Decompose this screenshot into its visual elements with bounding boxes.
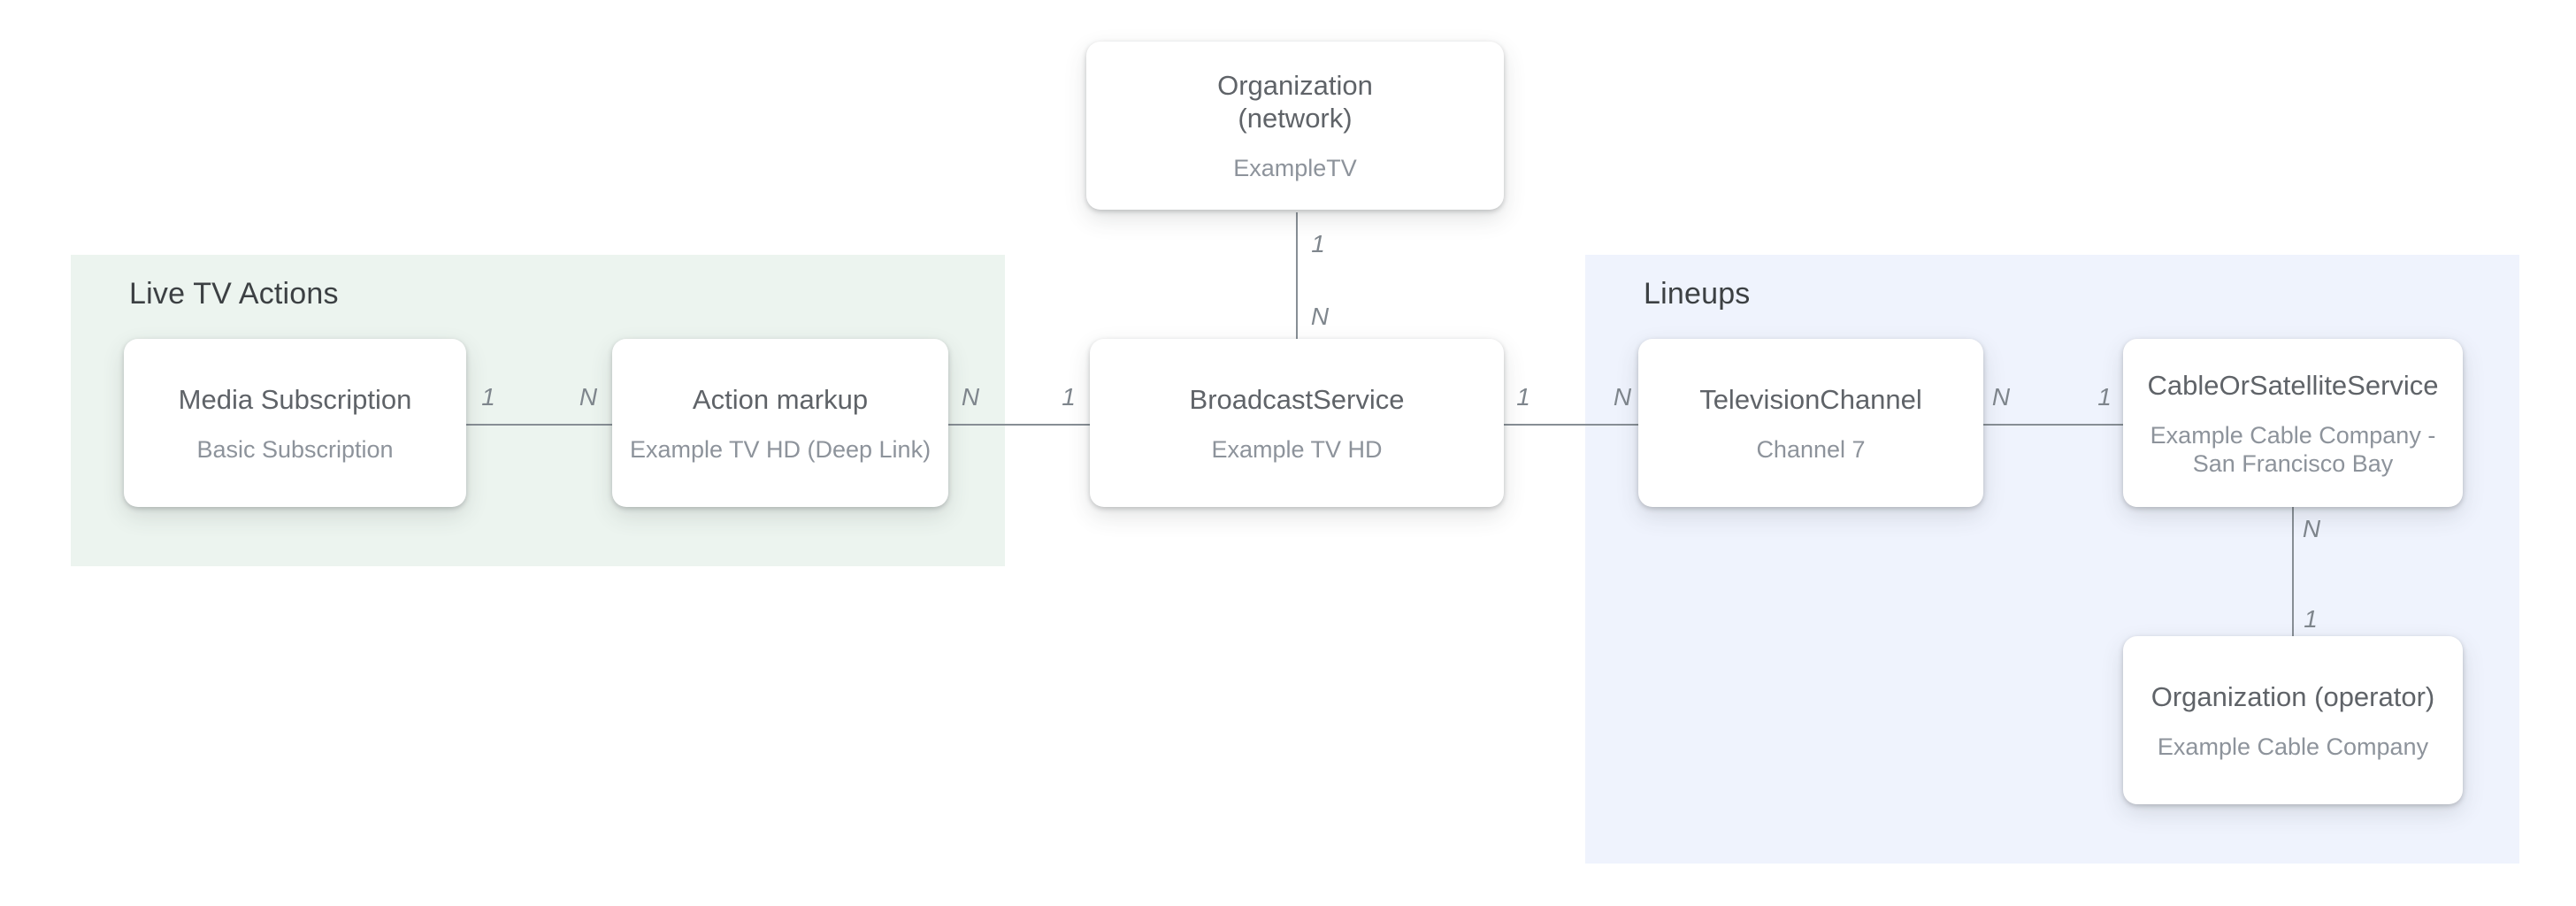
connector-televisionchannel-to-cableorsatelliteservice: [1983, 424, 2123, 426]
node-subtitle-line: Example Cable Company -: [2150, 421, 2436, 449]
cardinality-label: N: [1991, 383, 2011, 411]
node-cable-or-satellite-service: CableOrSatelliteService Example Cable Co…: [2123, 339, 2463, 507]
node-title: TelevisionChannel: [1699, 383, 1922, 415]
node-subtitle-line: San Francisco Bay: [2192, 449, 2394, 477]
node-subtitle: Example TV HD (Deep Link): [629, 435, 932, 463]
node-action-markup: Action markup Example TV HD (Deep Link): [612, 339, 948, 507]
node-title: CableOrSatelliteService: [2147, 369, 2439, 401]
group-title-live-tv-actions: Live TV Actions: [129, 277, 339, 311]
cardinality-label: N: [579, 383, 598, 411]
cardinality-label: 1: [481, 383, 495, 411]
node-subtitle: Example TV HD: [1211, 435, 1383, 463]
node-subtitle: Example Cable Company: [2157, 733, 2429, 760]
group-title-lineups: Lineups: [1644, 277, 1751, 311]
cardinality-label: 1: [1062, 383, 1076, 411]
connector-network-to-broadcastservice: [1296, 212, 1298, 341]
cardinality-label: N: [1613, 383, 1632, 411]
node-subtitle: Example Cable Company - San Francisco Ba…: [2150, 421, 2436, 478]
connector-mediasubscription-to-actionmarkup: [466, 424, 612, 426]
cardinality-label: N: [2302, 515, 2321, 542]
node-subtitle: Basic Subscription: [196, 435, 394, 463]
node-broadcast-service: BroadcastService Example TV HD: [1090, 339, 1504, 507]
node-title-line: (network): [1238, 103, 1353, 134]
node-media-subscription: Media Subscription Basic Subscription: [124, 339, 466, 507]
cardinality-label: 1: [2097, 383, 2112, 411]
cardinality-label: N: [1310, 303, 1330, 330]
node-title-line: Organization: [1217, 70, 1373, 101]
cardinality-label: N: [961, 383, 980, 411]
node-title: BroadcastService: [1189, 383, 1405, 415]
node-organization-operator: Organization (operator) Example Cable Co…: [2123, 636, 2463, 804]
node-title: Media Subscription: [178, 383, 412, 415]
node-subtitle: ExampleTV: [1233, 155, 1357, 181]
node-title: Action markup: [692, 383, 869, 415]
connector-cableorsatelliteservice-to-organizationoperator: [2292, 507, 2294, 636]
node-title: Organization (network): [1217, 69, 1373, 134]
node-television-channel: TelevisionChannel Channel 7: [1638, 339, 1983, 507]
node-organization-network: Organization (network) ExampleTV: [1086, 42, 1504, 210]
node-title: Organization (operator): [2150, 680, 2435, 712]
connector-broadcastservice-to-televisionchannel: [1504, 424, 1638, 426]
connector-actionmarkup-to-broadcastservice: [948, 424, 1090, 426]
node-subtitle: Channel 7: [1756, 435, 1866, 463]
cardinality-label: 1: [1516, 383, 1530, 411]
cardinality-label: 1: [1311, 230, 1325, 257]
cardinality-label: 1: [2304, 605, 2318, 633]
